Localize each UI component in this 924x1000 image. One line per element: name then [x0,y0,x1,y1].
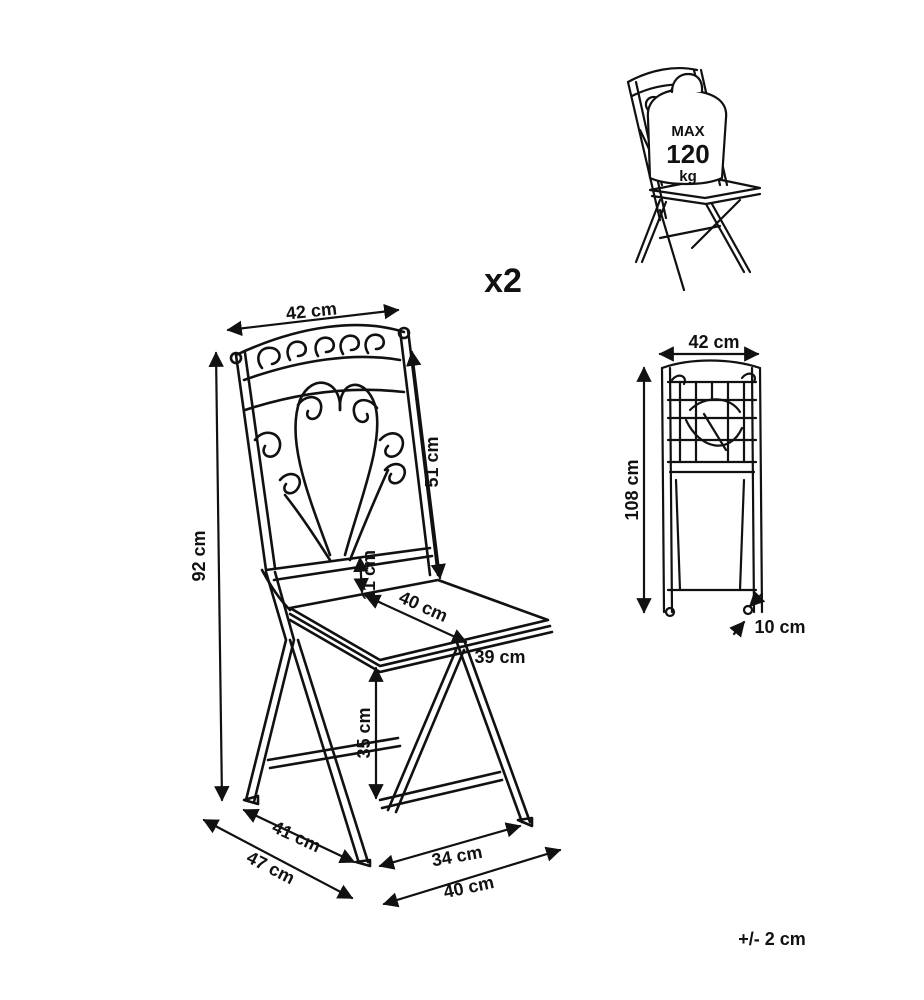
quantity-multiplier: x2 [484,262,522,300]
back-width-arrow [226,303,400,337]
leg-depth-outer-arrow [202,818,354,900]
tolerance-note: +/- 2 cm [738,929,806,949]
back-height-arrow [406,350,446,580]
leg-width-outer-label: 40 cm [442,872,496,902]
total-height-arrow [208,351,230,802]
load-value-label: 120 [666,139,709,169]
folded-thickness-arrow-top [748,590,766,608]
back-width-label: 42 cm [285,298,338,323]
load-capacity-badge: MAX 120 kg [666,123,709,185]
main-chair-illustration [229,323,554,868]
folded-chair-dimensions: 42 cm 108 cm 10 cm [622,332,806,638]
armrest-gap-arrow [353,556,369,594]
folded-thickness-label: 10 cm [754,617,805,637]
leg-depth-inner-label: 41 cm [269,817,324,857]
load-unit-label: kg [679,168,697,185]
folded-chair-illustration [660,359,764,618]
folded-thickness-arrow-bottom [729,620,746,638]
seat-height-label: 35 cm [354,707,374,758]
seat-width-arrow [364,594,468,644]
total-height-label: 92 cm [189,530,209,581]
load-capacity-illustration [626,67,762,292]
armrest-gap-label: 11 cm [359,550,379,600]
folded-height-label: 108 cm [622,459,642,520]
seat-depth-label: 39 cm [474,647,525,667]
seat-width-label: 40 cm [396,587,451,626]
folded-width-label: 42 cm [688,332,739,352]
leg-width-inner-label: 34 cm [430,842,484,871]
back-height-label: 51 cm [422,436,442,487]
load-max-label: MAX [671,123,704,140]
leg-depth-outer-label: 47 cm [243,847,298,888]
leg-width-outer-arrow [382,846,562,908]
